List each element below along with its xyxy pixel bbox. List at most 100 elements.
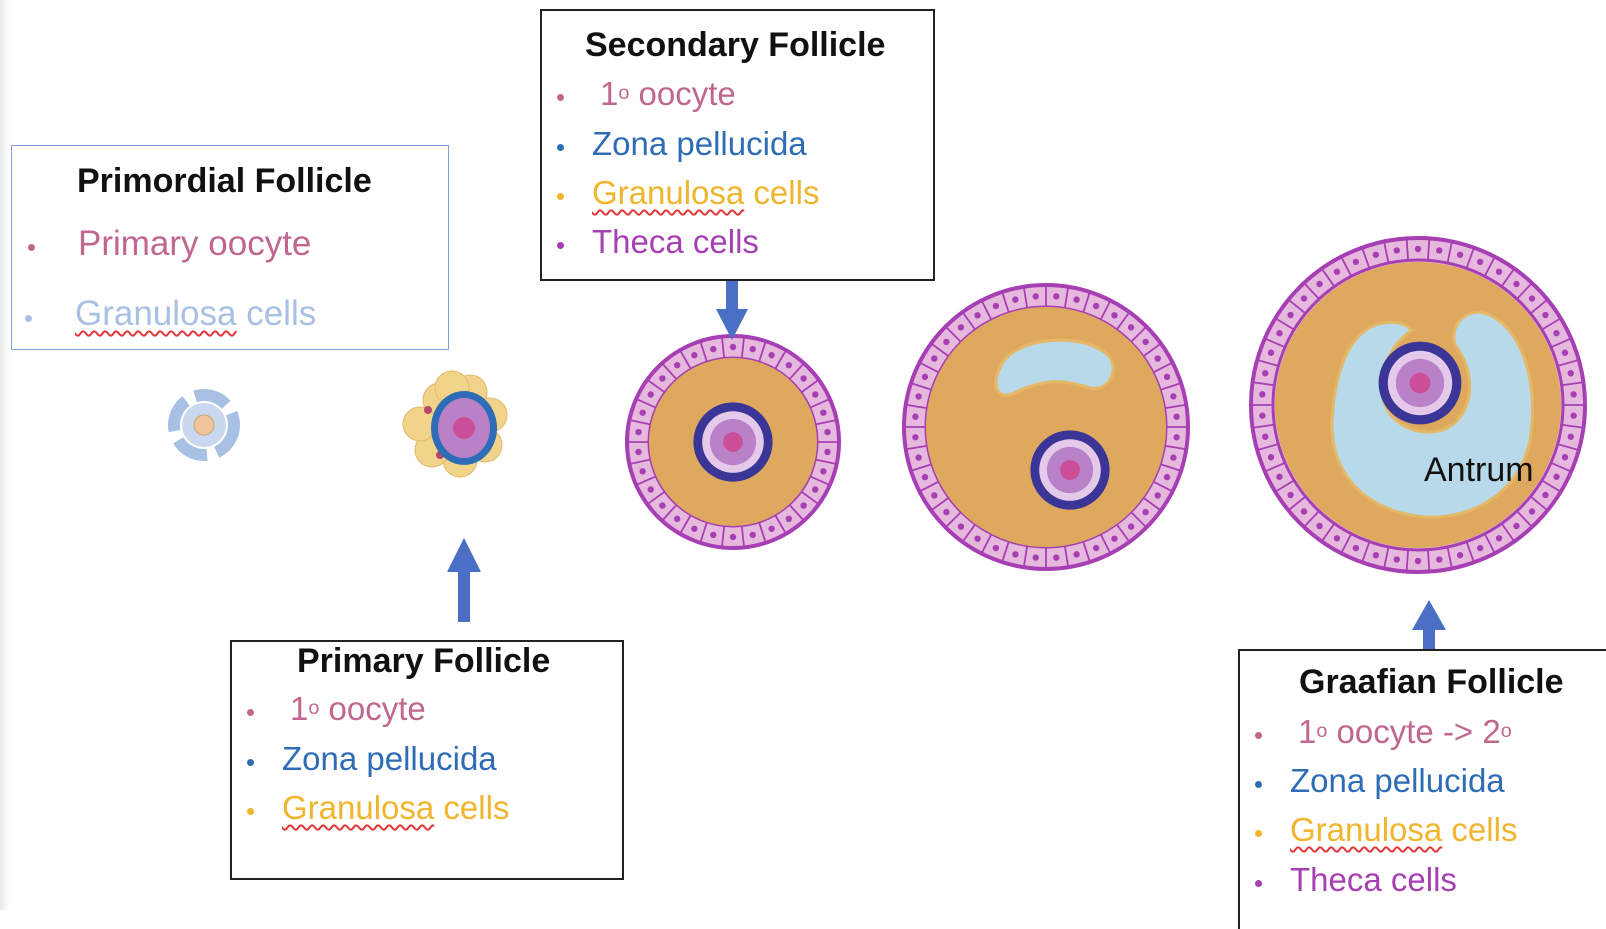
cell-wall (788, 503, 805, 522)
cell-nucleus (691, 525, 698, 532)
primary-oocyte-num: 1 (290, 690, 309, 727)
cell-wall (1022, 545, 1029, 568)
cell-nucleus (1127, 523, 1135, 530)
cell-nucleus (635, 448, 642, 456)
pointer-arrows (447, 281, 1446, 650)
antrum-label: Antrum (1424, 451, 1534, 489)
cell-nucleus (1073, 551, 1080, 558)
cell-nucleus (1476, 544, 1484, 552)
cell-wall (1264, 461, 1286, 473)
cell-nucleus (1456, 251, 1464, 258)
cell-wall (1405, 238, 1410, 261)
primordial-follicle-illustration (168, 389, 240, 461)
cell-nucleus (1495, 268, 1503, 275)
cell-nucleus (1352, 544, 1360, 552)
cell-nucleus (673, 515, 681, 523)
cell-wall (930, 496, 950, 512)
cell-wall (814, 419, 837, 426)
secondary-zona-text: Zona pellucida (592, 125, 807, 162)
cell-nucleus (800, 502, 807, 509)
cell-wall (774, 514, 787, 535)
oocyte-nucleus (723, 432, 743, 452)
left-edge-shadow (0, 0, 10, 910)
cell-nucleus (1528, 295, 1536, 302)
graafian-oocyte-sup: o (1316, 720, 1328, 742)
cell-nucleus (1414, 245, 1422, 253)
cell-nucleus (1173, 434, 1180, 441)
bullet (247, 709, 254, 716)
bullet (557, 144, 564, 151)
primary-oocyte-sup: o (308, 697, 320, 719)
bullet (1255, 830, 1262, 837)
cell-wall (1082, 291, 1091, 314)
cell-wall (661, 362, 678, 381)
cell-nucleus (1092, 544, 1100, 552)
cell-nucleus (1262, 433, 1269, 440)
cell-nucleus (931, 492, 938, 499)
cell-wall (1164, 444, 1187, 451)
graafian-oocyte-sup2: o (1500, 720, 1512, 742)
cell-wall (1099, 300, 1112, 321)
cell-nucleus (1287, 311, 1294, 319)
secondary-oocyte-num: 1 (600, 75, 619, 112)
cell-nucleus (1553, 330, 1560, 337)
cell-nucleus (957, 324, 965, 331)
cell-wall (980, 300, 993, 321)
cell-nucleus (1262, 370, 1269, 377)
arrow-head (1412, 600, 1446, 630)
cell-wall (1099, 533, 1112, 554)
bullet (557, 242, 564, 249)
oocyte-nucleus (1060, 460, 1080, 480)
cell-nucleus (647, 486, 654, 493)
primary-zona-text: Zona pellucida (282, 740, 497, 777)
cell-wall (1541, 479, 1562, 493)
cell-nucleus (1570, 391, 1577, 398)
cell-nucleus (659, 375, 666, 382)
cell-nucleus (1276, 473, 1283, 480)
cell-nucleus (1372, 552, 1380, 559)
cell-wall (1500, 268, 1516, 288)
cell-wall (1483, 533, 1496, 554)
cell-nucleus (647, 391, 654, 398)
cell-nucleus (824, 428, 831, 436)
cell-nucleus (1513, 522, 1520, 530)
graafian-follicle-box: Graafian Follicle 1o oocyte -> 2o Zona p… (1238, 649, 1606, 929)
cell-wall (1383, 546, 1390, 569)
cell-nucleus (1561, 454, 1569, 461)
cell-nucleus (943, 338, 950, 346)
follicle-development-diagram: Antrum (168, 236, 1587, 650)
cell-nucleus (1154, 355, 1161, 362)
cell-wall (1022, 286, 1029, 309)
cell-nucleus (1333, 535, 1341, 542)
cell-wall (961, 311, 977, 331)
bullet (247, 759, 254, 766)
cell-wall (1303, 282, 1320, 300)
cell-wall (758, 521, 767, 544)
cell-wall (1529, 495, 1549, 512)
cell-wall (1516, 510, 1533, 528)
cell-wall (944, 511, 962, 529)
cell-nucleus (710, 531, 717, 539)
cell-wall (721, 525, 726, 548)
bullet (1255, 732, 1262, 739)
cell-wall (930, 342, 950, 358)
cell-nucleus (1393, 556, 1400, 563)
cell-wall (1446, 546, 1453, 569)
cell-nucleus (1542, 491, 1549, 499)
cell-nucleus (1276, 330, 1283, 337)
secondary-title: Secondary Follicle (585, 26, 886, 64)
cell-nucleus (729, 533, 737, 541)
cell-nucleus (1170, 393, 1177, 400)
cell-nucleus (1032, 293, 1039, 300)
cell-nucleus (1333, 268, 1341, 275)
cell-nucleus (1287, 491, 1294, 499)
cell-nucleus (1170, 454, 1177, 461)
cell-nucleus (1528, 508, 1536, 515)
secondary-granulosa-word: Granulosa (592, 174, 745, 211)
cell-wall (1287, 495, 1307, 512)
cell-wall (1320, 522, 1336, 542)
cell-wall (1115, 523, 1131, 543)
cell-wall (1115, 311, 1131, 331)
cell-wall (1130, 325, 1148, 343)
cell-nucleus (824, 448, 831, 456)
